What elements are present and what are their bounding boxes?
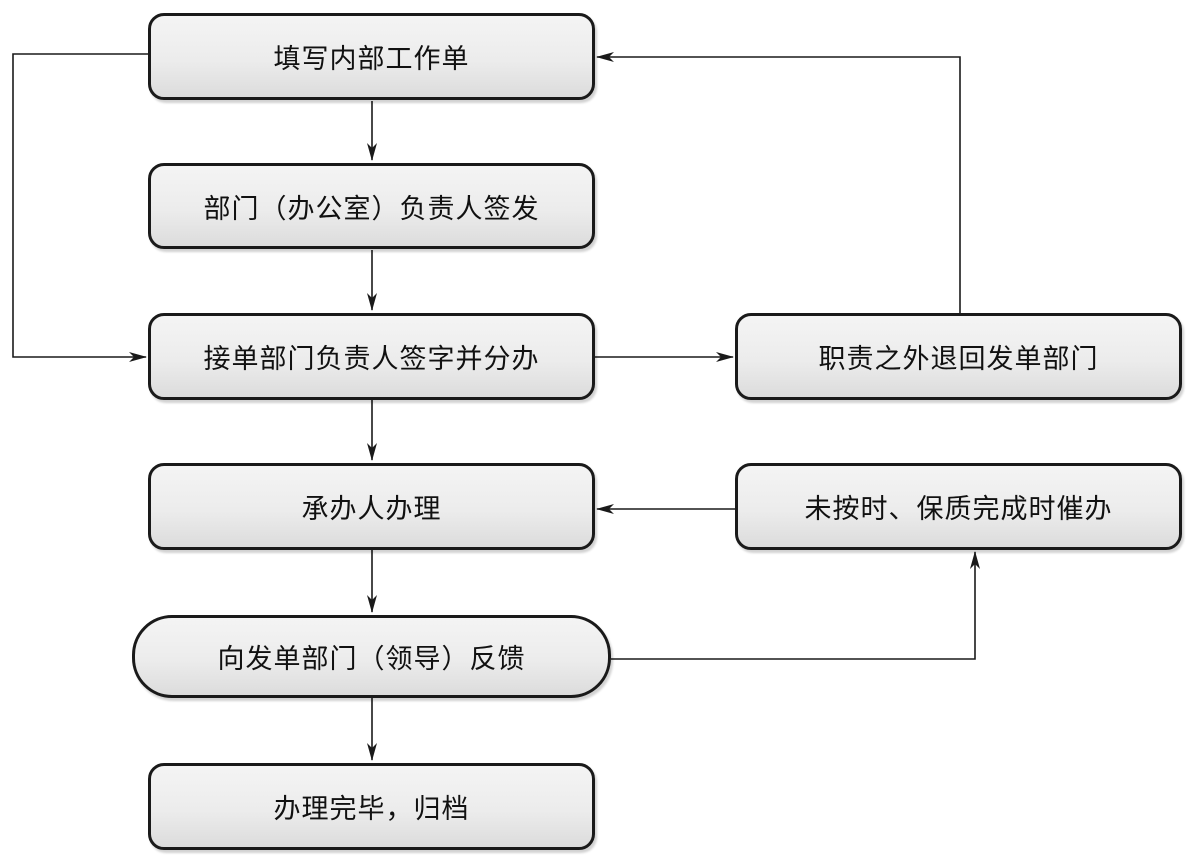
node-handler-process: 承办人办理 (148, 463, 595, 550)
node-complete-archive: 办理完毕，归档 (148, 763, 595, 850)
node-urge: 未按时、保质完成时催办 (735, 463, 1182, 550)
node-return-to-sender: 职责之外退回发单部门 (735, 313, 1182, 400)
arrow-feedback-to-urge (611, 551, 980, 660)
arrow-fill-bypass-to-receiver (12, 53, 148, 362)
node-fill-order: 填写内部工作单 (148, 13, 595, 100)
node-feedback: 向发单部门（领导）反馈 (132, 615, 611, 698)
node-dept-head-sign: 部门（办公室）负责人签发 (148, 163, 595, 249)
node-receiver-head-sign: 接单部门负责人签字并分办 (148, 313, 595, 400)
arrow-return-to-fill (596, 52, 961, 313)
